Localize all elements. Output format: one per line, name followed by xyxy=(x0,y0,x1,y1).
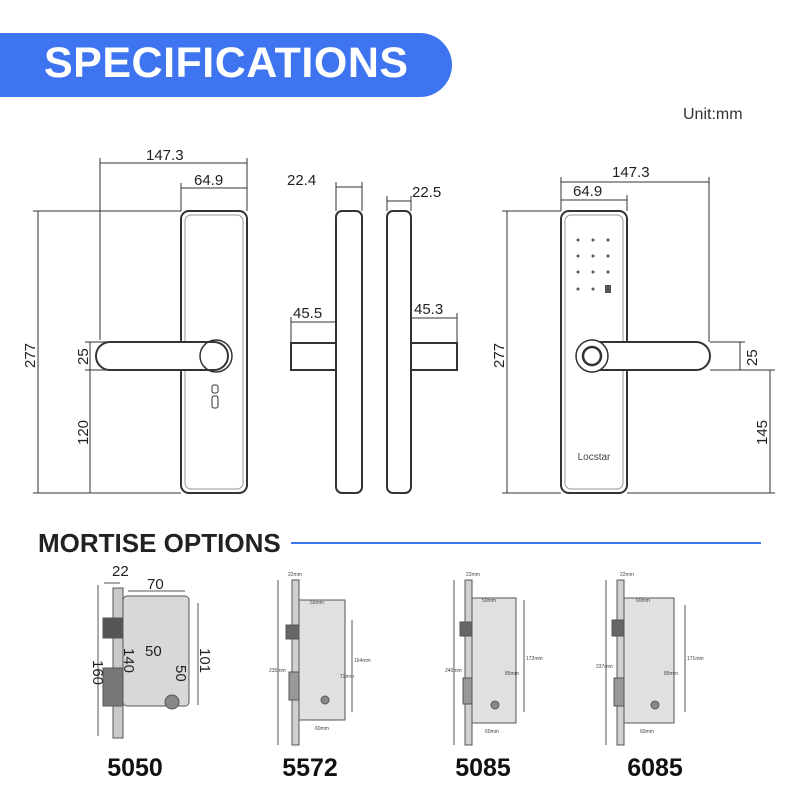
dim-5085-d: 172mm xyxy=(526,656,543,662)
dim-5085-f: 60mm xyxy=(485,729,499,735)
side-right-depth: 22.5 xyxy=(412,184,441,201)
unit-label: Unit:mm xyxy=(683,106,743,123)
back-width-total: 147.3 xyxy=(612,164,650,181)
dim-6085-a: 22mm xyxy=(620,572,634,578)
front-width-total: 147.3 xyxy=(146,147,184,164)
mortise-label-5085: 5085 xyxy=(455,754,511,782)
side-right-handle-projection: 45.3 xyxy=(414,301,443,318)
lock-dimension-drawing: 147.3 64.9 277 25 120 22.4 22.5 45.5 45.… xyxy=(22,147,775,494)
dim-5085-e: 85mm xyxy=(505,671,519,677)
mortise-5572: 22mm 55mm 235mm 164mm 72mm 60mm xyxy=(269,572,371,746)
mortise-label-5572: 5572 xyxy=(282,754,338,782)
dim-5572-a: 22mm xyxy=(288,572,302,578)
dim-6085-b: 60mm xyxy=(636,598,650,604)
dim-6085-f: 60mm xyxy=(640,729,654,735)
dim-5572-f: 60mm xyxy=(315,726,329,732)
page-title: SPECIFICATIONS xyxy=(44,39,409,87)
dim-5050-d: 140 xyxy=(120,648,137,673)
brand-logo: Locstar xyxy=(578,452,611,463)
back-handle-height: 25 xyxy=(744,349,761,366)
side-left-depth: 22.4 xyxy=(287,172,316,189)
dim-5085-a: 22mm xyxy=(466,572,480,578)
back-width-body: 64.9 xyxy=(573,183,602,200)
dim-5572-d: 164mm xyxy=(354,658,371,664)
side-view-left xyxy=(290,182,363,494)
side-view-right xyxy=(386,196,458,494)
dim-5085-b: 50mm xyxy=(482,598,496,604)
dim-6085-e: 85mm xyxy=(664,671,678,677)
dim-5572-c: 235mm xyxy=(269,668,286,674)
front-handle-height: 25 xyxy=(75,348,92,365)
dim-5085-c: 240mm xyxy=(445,668,462,674)
mortise-5085: 22mm 50mm 240mm 172mm 85mm 60mm xyxy=(445,572,543,746)
back-view: Locstar xyxy=(502,177,775,494)
front-handle-to-bottom: 120 xyxy=(75,420,92,445)
side-left-handle-projection: 45.5 xyxy=(293,305,322,322)
dim-5572-b: 55mm xyxy=(310,600,324,606)
mortise-options-title: MORTISE OPTIONS xyxy=(38,528,281,558)
dim-5050-f: 50 xyxy=(172,665,189,682)
mortise-label-5050: 5050 xyxy=(107,754,163,782)
dim-5050-c: 160 xyxy=(89,660,106,685)
back-handle-to-bottom: 145 xyxy=(754,420,771,445)
dim-5572-e: 72mm xyxy=(340,674,354,680)
front-height: 277 xyxy=(22,343,39,368)
dim-6085-c: 237mm xyxy=(596,664,613,670)
front-view xyxy=(33,158,248,494)
dim-5050-e: 50 xyxy=(145,643,162,660)
mortise-6085: 22mm 60mm 237mm 171mm 85mm 60mm xyxy=(596,572,704,746)
dim-5050-b: 70 xyxy=(147,576,164,593)
back-height: 277 xyxy=(491,343,508,368)
specifications-banner: SPECIFICATIONS xyxy=(0,33,452,97)
divider-line xyxy=(291,542,761,544)
dim-6085-d: 171mm xyxy=(687,656,704,662)
front-width-body: 64.9 xyxy=(194,172,223,189)
dim-5050-a: 22 xyxy=(112,563,129,580)
mortise-5050: 22 70 160 140 50 50 101 xyxy=(89,563,213,739)
mortise-label-6085: 6085 xyxy=(627,754,683,782)
keypad xyxy=(576,238,611,293)
dim-5050-g: 101 xyxy=(196,648,213,673)
